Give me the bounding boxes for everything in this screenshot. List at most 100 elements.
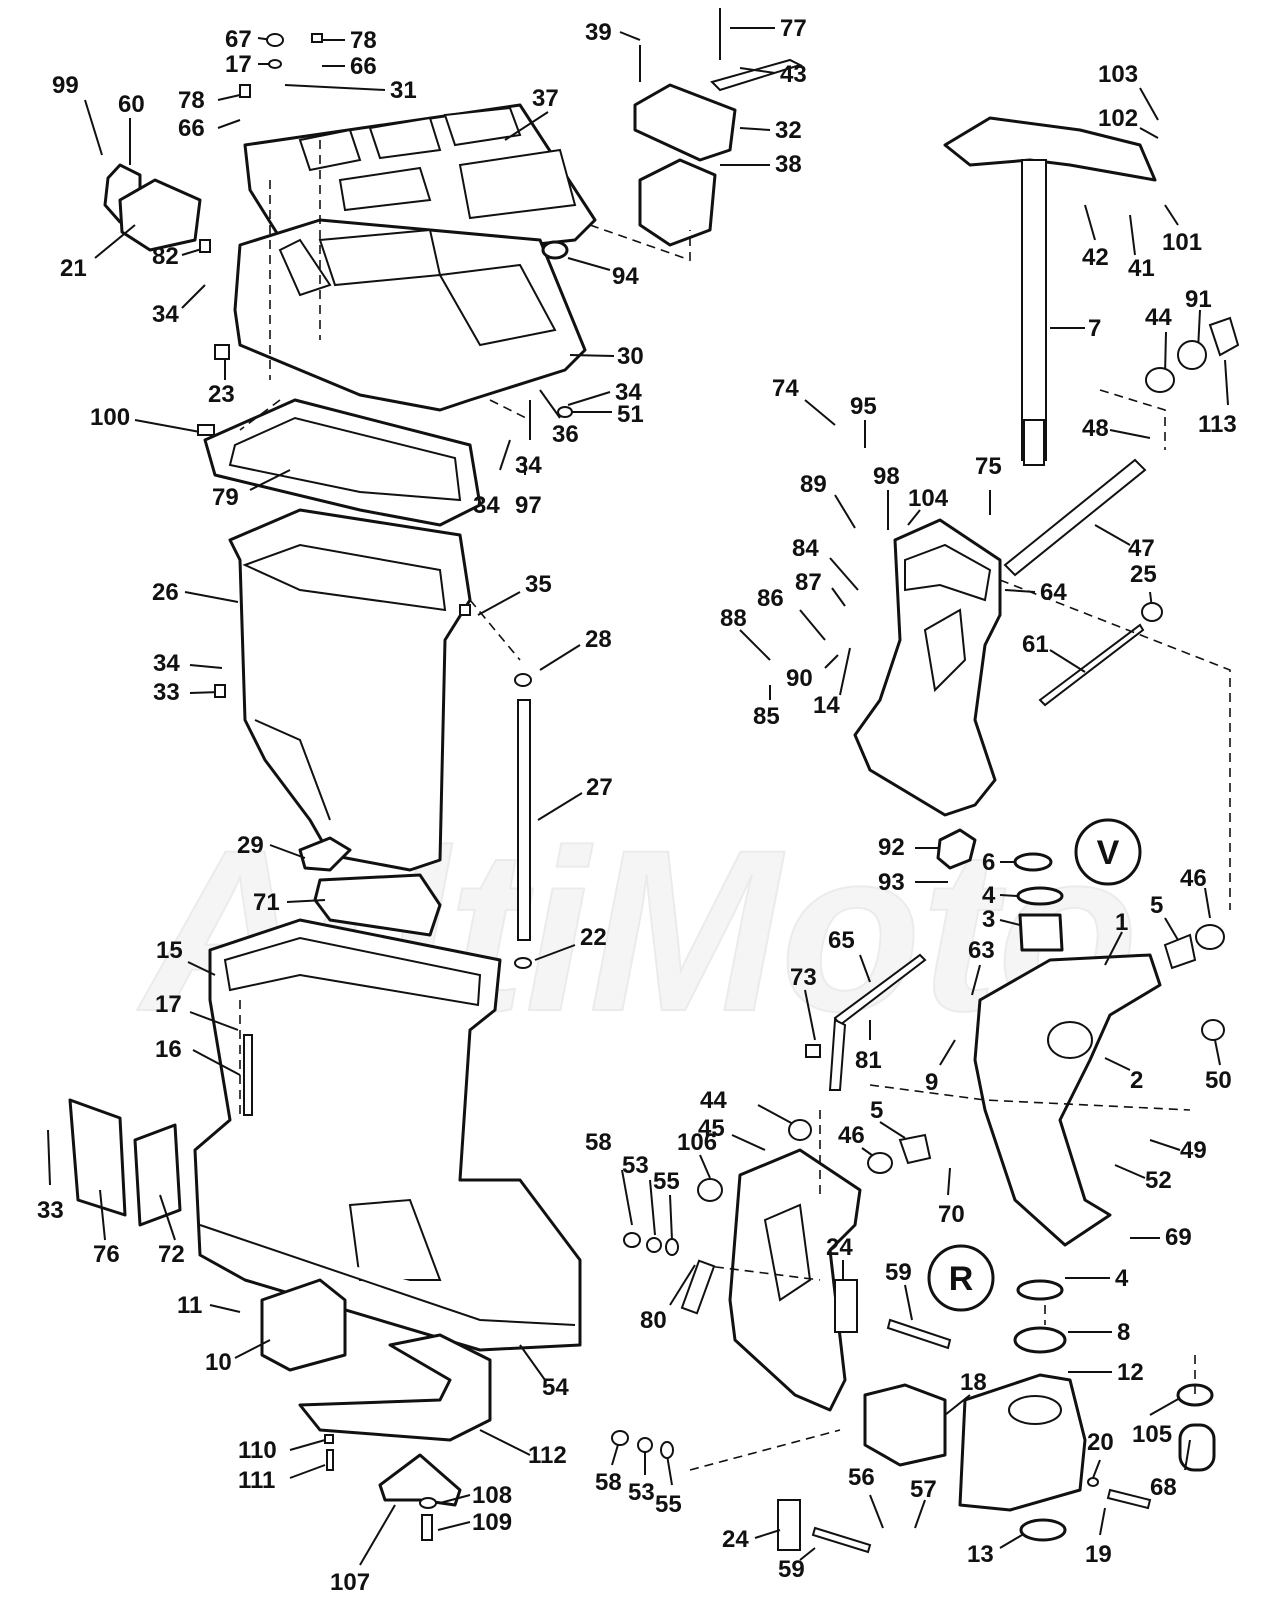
callout-107: 107 (330, 1569, 370, 1596)
callout-89: 89 (800, 471, 827, 498)
rectifier-group (633, 8, 803, 247)
callout-80: 80 (640, 1307, 667, 1334)
callout-50: 50 (1205, 1067, 1232, 1094)
callout-11: 11 (177, 1292, 202, 1319)
callout-26: 26 (152, 579, 179, 606)
callout-82: 82 (152, 243, 179, 270)
callout-53: 53 (622, 1152, 649, 1179)
callout-56: 56 (848, 1464, 875, 1491)
bracket-18 (863, 1383, 947, 1467)
callout-45: 45 (698, 1115, 725, 1142)
callout-110: 110 (238, 1437, 277, 1464)
washer-6 (1013, 852, 1053, 872)
callout-34e: 34 (153, 650, 180, 677)
callout-100: 100 (90, 404, 130, 431)
callout-8: 8 (1117, 1319, 1130, 1346)
callout-17b: 17 (155, 991, 182, 1018)
callout-77: 77 (780, 15, 807, 42)
callout-97: 97 (515, 492, 542, 519)
callout-58: 58 (585, 1129, 612, 1156)
callout-64: 64 (1040, 579, 1067, 606)
callout-66b: 66 (178, 115, 205, 142)
callout-69: 69 (1165, 1224, 1192, 1251)
midsection-15 (193, 918, 582, 1352)
callout-43: 43 (780, 61, 807, 88)
callout-103: 103 (1098, 61, 1138, 88)
callout-76: 76 (93, 1241, 120, 1268)
gasket-72 (133, 1123, 182, 1227)
callout-112: 112 (528, 1442, 567, 1469)
callout-71: 71 (253, 889, 280, 916)
bushing-3 (1018, 913, 1064, 952)
callout-106: 106 (677, 1129, 717, 1156)
strap-43 (710, 58, 803, 92)
cover-10 (260, 1278, 347, 1372)
callout-91: 91 (1185, 286, 1212, 313)
callout-101: 101 (1162, 229, 1202, 256)
plate-76 (68, 1098, 127, 1217)
callout-34d: 34 (473, 492, 500, 519)
callout-34b: 34 (615, 379, 642, 406)
callout-36: 36 (552, 421, 579, 448)
rectifier-38 (638, 158, 717, 247)
grommet-94 (541, 240, 569, 260)
callout-20: 20 (1087, 1429, 1114, 1456)
seal-13 (1019, 1518, 1067, 1542)
callout-35: 35 (525, 571, 552, 598)
callout-78b: 78 (178, 87, 205, 114)
tilt-tube-47 (1003, 458, 1147, 577)
callout-6: 6 (982, 849, 995, 876)
callout-99: 99 (52, 72, 79, 99)
callout-29: 29 (237, 832, 264, 859)
callout-18: 18 (960, 1369, 987, 1396)
callout-60: 60 (118, 91, 145, 118)
callout-5: 5 (1150, 892, 1163, 919)
callout-57: 57 (910, 1476, 937, 1503)
callout-5b: 5 (870, 1097, 883, 1124)
callout-31: 31 (390, 77, 417, 104)
thru-bolt-61 (1038, 623, 1145, 707)
callout-15: 15 (156, 937, 183, 964)
callout-7: 7 (1088, 315, 1101, 342)
v-badge-symbol: V (1097, 834, 1120, 872)
callout-84: 84 (792, 535, 819, 562)
callout-25: 25 (1130, 561, 1157, 588)
callout-42: 42 (1082, 244, 1109, 271)
callouts: 67 78 17 66 31 78 66 99 60 21 37 39 77 4… (37, 15, 1237, 1596)
callout-75: 75 (975, 453, 1002, 480)
callout-39: 39 (585, 19, 612, 46)
callout-21: 21 (60, 255, 87, 282)
callout-16: 16 (155, 1036, 182, 1063)
exhaust-seal-21 (118, 178, 202, 252)
exhaust-housing-group (68, 103, 597, 1507)
callout-65: 65 (828, 927, 855, 954)
callout-51: 51 (617, 401, 644, 428)
callout-3: 3 (982, 906, 995, 933)
anode-107 (378, 1453, 462, 1507)
steering-shaft-7 (1021, 159, 1047, 461)
callout-27: 27 (586, 774, 613, 801)
bracket-32 (633, 83, 737, 162)
steering-arm-7-yoke (943, 116, 1157, 182)
callout-13: 13 (967, 1541, 994, 1568)
callout-70: 70 (938, 1201, 965, 1228)
callout-44: 44 (1145, 304, 1172, 331)
callout-17: 17 (225, 51, 252, 78)
callout-46: 46 (1180, 865, 1207, 892)
callout-113: 113 (1198, 411, 1237, 438)
callout-98: 98 (873, 463, 900, 490)
callout-68: 68 (1150, 1474, 1177, 1501)
block-92 (936, 828, 977, 870)
callout-46b: 46 (838, 1122, 865, 1149)
callout-105: 105 (1132, 1421, 1172, 1448)
callout-24b: 24 (722, 1526, 749, 1553)
seal-4-lower (1016, 1279, 1064, 1301)
callout-12: 12 (1117, 1359, 1144, 1386)
r-badge-symbol: R (949, 1260, 974, 1298)
callout-79: 79 (212, 484, 239, 511)
callout-87: 87 (795, 569, 822, 596)
callout-41: 41 (1128, 255, 1155, 282)
callout-74: 74 (772, 375, 799, 402)
callout-22: 22 (580, 924, 607, 951)
